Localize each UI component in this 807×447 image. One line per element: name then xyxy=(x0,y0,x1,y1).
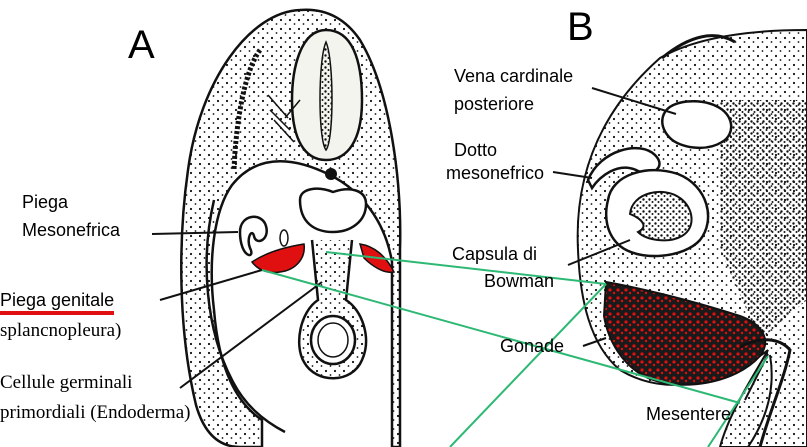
genital-ridge-left xyxy=(252,244,304,273)
label-splancnopleura: splancnopleura) xyxy=(0,320,121,342)
panel-a-section xyxy=(181,10,400,447)
label-piega-mesonefrica-line2: Mesonefrica xyxy=(22,220,120,241)
label-posteriore: posteriore xyxy=(454,94,534,115)
label-piega-genitale: Piega genitale xyxy=(0,290,114,315)
dorsal-aorta xyxy=(300,189,366,232)
label-mesonefrico: mesonefrico xyxy=(446,163,544,184)
label-dotto: Dotto xyxy=(454,140,497,161)
label-piega-mesonefrica-line1: Piega xyxy=(22,192,68,213)
label-cellule-germinali: Cellule germinali xyxy=(0,372,132,394)
embryo-body-outline xyxy=(181,10,400,447)
label-gonade: Gonade xyxy=(500,336,564,357)
panel-a-letter: A xyxy=(128,22,155,68)
notochord xyxy=(325,168,337,180)
label-capsula-di: Capsula di xyxy=(452,244,537,265)
panel-b-section xyxy=(578,30,807,447)
label-primordiali-endoderma: primordiali (Endoderma) xyxy=(0,402,190,424)
label-bowman: Bowman xyxy=(484,271,554,292)
vena-cardinale-vessel xyxy=(662,101,731,148)
label-vena-cardinale: Vena cardinale xyxy=(454,66,573,87)
mesonephric-ridge xyxy=(240,217,267,255)
glomerulus xyxy=(630,192,692,240)
label-mesentere: Mesentere xyxy=(646,404,731,425)
panel-b-letter: B xyxy=(567,4,594,50)
